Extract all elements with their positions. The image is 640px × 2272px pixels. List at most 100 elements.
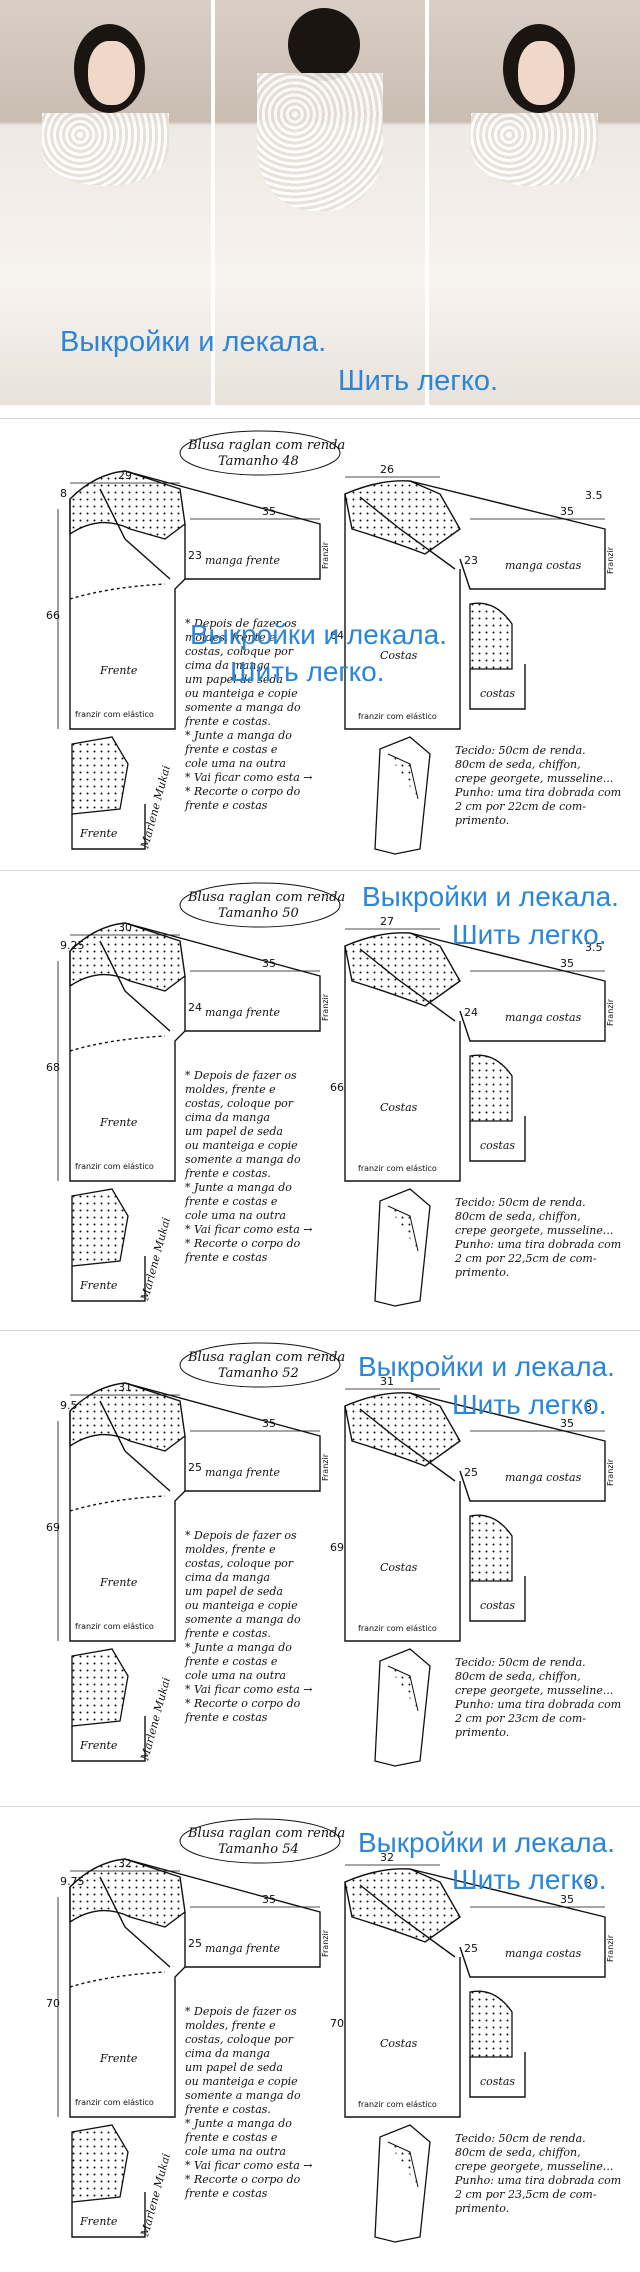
back-bottom-piece: [469, 1576, 526, 1622]
back-yoke-label: costas: [480, 687, 515, 700]
back-bottom-piece: [469, 664, 526, 710]
note-line: ou manteiga e copie: [185, 2075, 298, 2088]
note-line: * Vai ficar como esta →: [185, 2159, 313, 2172]
note-line: frente e costas.: [184, 1627, 271, 1640]
front-elastic-label: franzir com elástico: [75, 2098, 154, 2107]
back-width-value: 31: [380, 1375, 394, 1388]
note-line: frente e costas: [184, 799, 268, 812]
note-line: moldes, frente e: [185, 1083, 276, 1096]
pattern-title: Blusa raglan com renda: [187, 890, 345, 905]
back-yoke-piece: [469, 1514, 513, 1582]
sheet-watermark-line1: Выкройки и лекала.: [358, 1827, 615, 1858]
front-sleeve-len-value: 35: [262, 1417, 276, 1430]
front-bottom-piece: [71, 804, 146, 850]
fabric-line: Tecido: 50cm de renda.: [455, 1196, 586, 1209]
note-line: frente e costas e: [184, 2131, 278, 2144]
fabric-line: Punho: uma tira dobrada com: [454, 1698, 621, 1711]
fabric-line: Tecido: 50cm de renda.: [455, 2132, 586, 2145]
photo-front-side: [0, 0, 211, 405]
note-line: * Junte a manga do: [185, 729, 292, 742]
joined-sleeve-lace: [387, 2141, 419, 2188]
front-raglan-line: [69, 1971, 166, 1988]
back-width-value: 27: [380, 915, 394, 928]
fabric-line: 2 cm por 22,5cm de com-: [454, 1252, 597, 1265]
back-bottom-piece: [469, 1116, 526, 1162]
note-line: * Vai ficar como esta →: [185, 771, 313, 784]
hero-photos: [0, 0, 640, 405]
note-line: somente a manga do: [185, 701, 301, 714]
front-side-value: 68: [46, 1061, 60, 1074]
front-width-value: 29: [118, 469, 132, 482]
signature: Marlene Mukai: [138, 1676, 173, 1763]
back-lace-yoke: [344, 1868, 461, 1943]
note-line: * Vai ficar como esta →: [185, 1223, 313, 1236]
back-width-value: 32: [380, 1851, 394, 1864]
back-body-label: Costas: [380, 2037, 418, 2050]
front-yoke-piece: [71, 1648, 129, 1727]
back-sleeve-outline: [409, 480, 606, 590]
front-body-label: Frente: [99, 2052, 138, 2065]
note-line: cole uma na outra: [185, 2145, 286, 2158]
front-neck-value: 9.5: [60, 1399, 78, 1412]
note-line: moldes, frente e: [185, 2019, 276, 2032]
back-width-value: 26: [380, 463, 394, 476]
fabric-line: Punho: uma tira dobrada com: [454, 1238, 621, 1251]
back-depth-value: 23: [464, 554, 478, 567]
fabric-line: Tecido: 50cm de renda.: [455, 1656, 586, 1669]
front-body-outline: [69, 951, 186, 1182]
front-side-value: 66: [46, 609, 60, 622]
fabric-line: primento.: [455, 1726, 509, 1739]
front-yoke-label: Frente: [79, 2215, 118, 2228]
back-side-value: 64: [330, 629, 344, 642]
joined-sleeve-lace: [387, 1665, 419, 1712]
hero-watermark-line2: Шить легко.: [338, 365, 499, 397]
note-line: frente e costas.: [184, 2103, 271, 2116]
note-line: cole uma na outra: [185, 1669, 286, 1682]
note-line: costas, coloque por: [185, 1097, 294, 1110]
title-bubble: [179, 430, 341, 476]
back-body-outline: [344, 946, 461, 1182]
note-line: moldes, frente e: [185, 631, 276, 644]
back-yoke-label: costas: [480, 1139, 515, 1152]
fabric-line: 80cm de seda, chiffon,: [455, 2146, 581, 2159]
front-raglan-line: [69, 583, 166, 600]
back-elastic-label: franzir com elástico: [358, 1624, 437, 1633]
back-lace-yoke: [344, 480, 461, 555]
title-bubble: [179, 1818, 341, 1864]
title-bubble: [179, 1342, 341, 1388]
front-raglan-seam: [99, 488, 171, 580]
front-body-label: Frente: [99, 1576, 138, 1589]
joined-sleeve-lace: [387, 753, 419, 800]
note-line: costas, coloque por: [185, 645, 294, 658]
front-body-outline: [69, 1411, 186, 1642]
back-lace-yoke: [344, 1392, 461, 1467]
note-line: cima da manga: [185, 1571, 270, 1584]
front-sleeve-outline: [124, 470, 321, 580]
lace-yoke: [42, 113, 169, 187]
note-line: * Junte a manga do: [185, 1641, 292, 1654]
back-depth-value: 25: [464, 1466, 478, 1479]
back-sleeve-len-value: 35: [560, 1893, 574, 1906]
front-yoke-piece: [71, 2124, 129, 2203]
sheet-watermark-line2: Шить легко.: [452, 919, 607, 950]
back-yoke-label: costas: [480, 2075, 515, 2088]
back-sleeve-outline: [409, 1392, 606, 1502]
back-sleeve-len-value: 35: [560, 1417, 574, 1430]
front-elastic-label: franzir com elástico: [75, 1162, 154, 1171]
photo-back: [214, 0, 426, 405]
note-line: frente e costas.: [184, 1167, 271, 1180]
back-bottom-piece: [469, 2052, 526, 2098]
sheet-watermark-line2: Шить легко.: [230, 656, 385, 687]
front-elastic-label: franzir com elástico: [75, 710, 154, 719]
note-line: frente e costas: [184, 1251, 268, 1264]
back-sleeve-label: manga costas: [505, 559, 582, 572]
fabric-line: Punho: uma tira dobrada com: [454, 2174, 621, 2187]
